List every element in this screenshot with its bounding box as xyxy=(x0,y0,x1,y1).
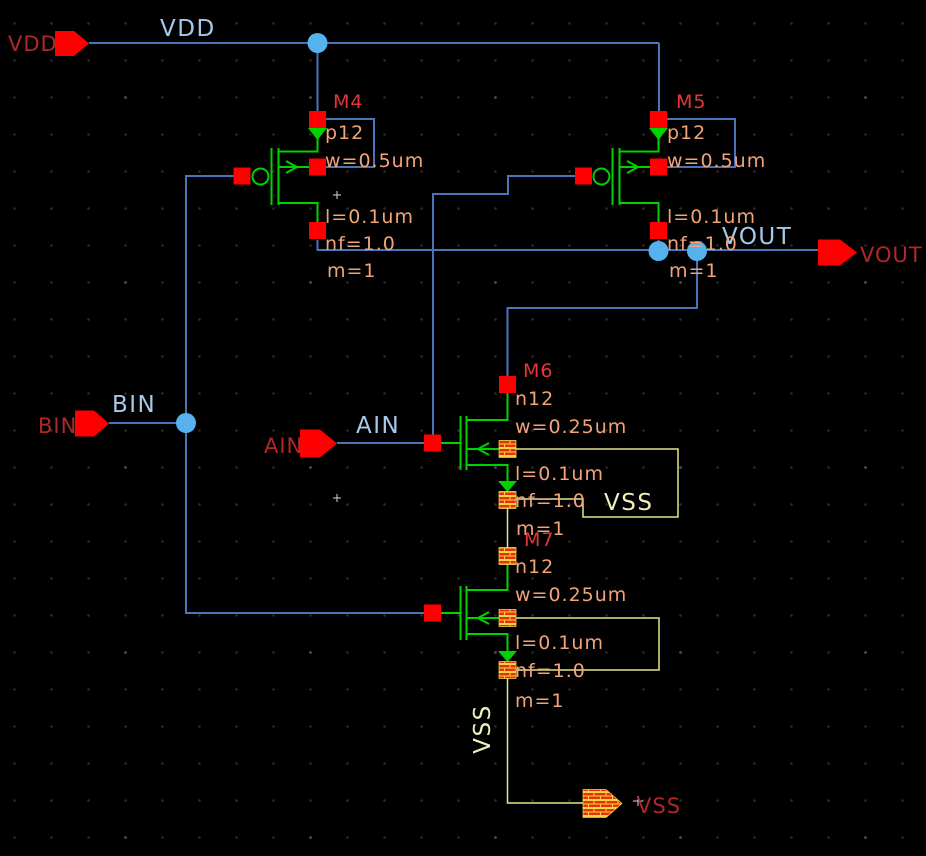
transistor-m5[interactable] xyxy=(575,111,668,239)
m5-nf-label: nf=1.0 xyxy=(667,233,738,255)
m5-source-bulk-tie-wire[interactable] xyxy=(667,118,736,168)
m5-gate-terminal[interactable] xyxy=(575,167,592,185)
m6-bulk-source-loop-wire[interactable] xyxy=(516,448,679,518)
net-vout[interactable] xyxy=(316,240,819,376)
m7-bulk-source-loop-wire[interactable] xyxy=(516,617,660,671)
m6-instance-name[interactable]: M6 xyxy=(523,360,553,382)
vdd-pin-label[interactable]: VDD xyxy=(8,32,58,56)
vout-pin[interactable] xyxy=(818,239,857,266)
m7-bulk-arrow-icon xyxy=(475,611,490,625)
m6-bulk-arrow-icon xyxy=(475,442,490,456)
m6-leads xyxy=(466,393,509,481)
vout-junction-dot-2[interactable] xyxy=(687,241,707,261)
cursor-cross-icon xyxy=(633,796,643,806)
m4-instance-name[interactable]: M4 xyxy=(333,91,363,113)
vdd-junction-dot[interactable] xyxy=(307,33,328,53)
m4-source-terminal[interactable] xyxy=(309,111,326,128)
vss-vertical-net-label[interactable]: VSS xyxy=(470,704,496,753)
m6-nf-label: nf=1.0 xyxy=(515,490,586,512)
m5-source-arrow-icon xyxy=(649,128,668,140)
m4-bulk-terminal[interactable] xyxy=(309,158,326,176)
bin-pin[interactable] xyxy=(75,410,109,437)
net-ain[interactable] xyxy=(337,175,575,444)
m6-gate-terminal[interactable] xyxy=(424,434,441,452)
m7-source-arrow-icon xyxy=(498,651,517,662)
m7-gate-terminal[interactable] xyxy=(424,604,441,622)
bin-vertical-wire[interactable] xyxy=(185,175,424,614)
m5-m-label: m=1 xyxy=(669,260,719,282)
m7-drain-terminal-selected[interactable] xyxy=(498,547,517,565)
vout-net-label[interactable]: VOUT xyxy=(722,224,792,250)
m5-labels: M5 p12 w=0.5um l=0.1um nf=1.0 m=1 xyxy=(667,91,766,282)
m5-model-label: p12 xyxy=(667,122,706,144)
m5-bulk-tie[interactable] xyxy=(667,118,736,168)
m7-leads xyxy=(466,564,509,651)
m5-instance-name[interactable]: M5 xyxy=(676,91,706,113)
m7-instance-name[interactable]: M7 xyxy=(524,529,554,551)
vdd-net-label[interactable]: VDD xyxy=(160,16,216,42)
ain-net-label[interactable]: AIN xyxy=(356,413,400,439)
bin-net-label[interactable]: BIN xyxy=(112,392,156,418)
transistor-m7[interactable] xyxy=(424,547,517,679)
m7-nf-label: nf=1.0 xyxy=(515,660,586,682)
vss-pin-label[interactable]: VSS xyxy=(637,794,681,818)
m6-m-label: m=1 xyxy=(516,518,566,540)
m6-labels: M6 n12 w=0.25um l=0.1um nf=1.0 m=1 xyxy=(515,360,627,540)
m7-model-label: n12 xyxy=(515,556,554,578)
m4-length-label: l=0.1um xyxy=(325,206,414,228)
ain-pin-label[interactable]: AIN xyxy=(264,434,303,458)
m7-width-label: w=0.25um xyxy=(515,584,627,606)
m7-bulk-terminal-selected[interactable] xyxy=(498,609,517,627)
m6-bulk-terminal-selected[interactable] xyxy=(498,440,517,458)
m5-source-terminal[interactable] xyxy=(650,111,667,128)
m6-width-label: w=0.25um xyxy=(515,416,627,438)
m7-length-label: l=0.1um xyxy=(515,632,604,654)
m4-source-arrow-icon xyxy=(308,128,327,140)
m6-drain-terminal[interactable] xyxy=(499,376,516,393)
ain-to-m5-gate-wire[interactable] xyxy=(432,175,575,435)
m7-labels: M7 n12 w=0.25um l=0.1um nf=1.0 m=1 xyxy=(515,529,627,712)
vss-inner-net-label[interactable]: VSS xyxy=(604,490,653,516)
m6-origin-cross-icon xyxy=(333,494,341,502)
vss-down-to-pin-wire[interactable] xyxy=(506,678,584,804)
m6-model-label: n12 xyxy=(515,388,554,410)
vout-pin-label[interactable]: VOUT xyxy=(860,243,923,267)
vss-pin-selected[interactable] xyxy=(582,789,623,818)
m4-labels: M4 p12 w=0.5um l=0.1um nf=1.0 m=1 xyxy=(325,91,424,282)
net-vss-selected[interactable] xyxy=(506,448,679,804)
m7-m-label: m=1 xyxy=(515,690,565,712)
vdd-pin[interactable] xyxy=(55,31,89,56)
vout-to-m6-drain-wire[interactable] xyxy=(506,250,698,376)
m4-origin-cross-icon xyxy=(333,191,341,199)
m4-width-label: w=0.5um xyxy=(325,150,424,172)
m5-bulk-terminal[interactable] xyxy=(650,158,667,176)
m5-length-label: l=0.1um xyxy=(667,206,756,228)
m6-length-label: l=0.1um xyxy=(515,463,604,485)
m4-model-label: p12 xyxy=(325,122,364,144)
vout-junction-dot-1[interactable] xyxy=(648,241,669,261)
m4-bulk-tie[interactable] xyxy=(326,118,375,168)
m5-width-label: w=0.5um xyxy=(667,150,766,172)
m7-source-terminal-selected[interactable] xyxy=(498,661,517,679)
m4-drain-terminal[interactable] xyxy=(309,222,326,239)
m4-source-bulk-tie-wire[interactable] xyxy=(326,118,375,168)
ain-pin[interactable] xyxy=(300,429,337,458)
m5-bulk-arrow-icon xyxy=(626,160,641,174)
m4-gate-terminal[interactable] xyxy=(233,167,251,185)
m6-source-terminal-selected[interactable] xyxy=(498,491,517,509)
m5-drain-terminal[interactable] xyxy=(650,222,667,239)
bin-junction-dot[interactable] xyxy=(176,413,196,433)
m4-bulk-arrow-icon xyxy=(285,160,300,174)
transistor-m4[interactable] xyxy=(233,111,328,239)
m6-source-arrow-icon xyxy=(498,481,517,492)
net-vdd[interactable] xyxy=(89,33,660,111)
transistor-m6[interactable] xyxy=(424,376,517,509)
net-bin[interactable] xyxy=(109,175,424,614)
m5-pmos-bubble-icon xyxy=(592,167,611,186)
bin-pin-label[interactable]: BIN xyxy=(38,414,77,438)
m4-pmos-bubble-icon xyxy=(251,167,270,186)
m4-nf-label: nf=1.0 xyxy=(325,233,396,255)
m4-m-label: m=1 xyxy=(327,260,377,282)
